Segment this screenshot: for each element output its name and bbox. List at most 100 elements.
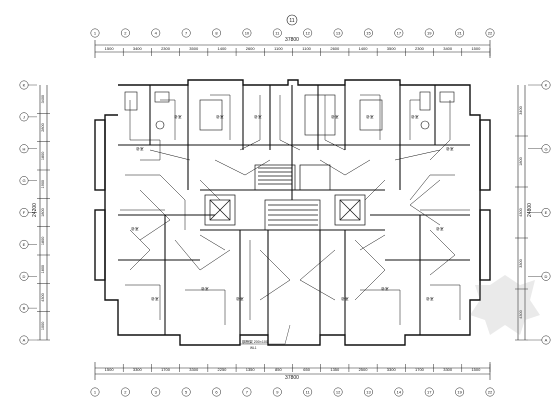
top-total-dim: 37800 [285,37,299,43]
top-dim-label: 2300 [415,46,425,51]
bottom-axis-label: 1 [94,390,97,395]
left-dim-label: 2800 [41,123,45,131]
top-dim-label: 2600 [246,46,256,51]
bottom-axis-label: 5 [185,390,188,395]
room-label: 卧室 [446,146,454,151]
left-axis-label: A [23,338,26,343]
top-axis-circle [151,28,161,38]
right-dim-label: 4300 [519,208,523,216]
bottom-axis-circle [455,387,465,397]
top-axis-circle [424,28,434,38]
top-axis-circle [272,28,282,38]
room-labels: 卧室卧室卧室卧室卧室卧室卧室卧室卧室卧室卧室卧室卧室卧室卧室卧室 [131,114,454,301]
left-dim-label: 3400 [41,95,45,103]
room-label: 卧室 [436,226,444,231]
left-dimension-chain [39,85,48,340]
bottom-axis-label: 2 [124,390,127,395]
room-label: 卧室 [131,226,139,231]
bottom-dim-label: 2500 [359,367,369,372]
top-axis-label: 17 [397,31,402,36]
bottom-dim-label: 850 [275,367,282,372]
bottom-axis-label: 9 [276,390,279,395]
room-label: 卧室 [216,114,224,119]
left-axis-label: B [23,306,26,311]
bottom-axis-circle [90,387,100,397]
left-axis-label: H [23,146,26,151]
electrical-wiring [120,94,470,325]
top-axis-label: 12 [305,31,310,36]
top-axis-circle [212,28,221,38]
left-dim-label: 4300 [41,293,45,301]
top-axis-circle [120,28,130,38]
right-axis-label: K [545,83,548,88]
room-label: 卧室 [136,146,144,151]
building-walls [94,79,491,346]
left-dim-label: 1900 [41,180,45,188]
top-axis-circle [455,28,465,38]
right-dim-label: 1800 [519,157,523,165]
bottom-axis-label: 17 [427,390,432,395]
top-dim-label: 3400 [443,46,453,51]
top-axis-circle [333,28,343,38]
bottom-axis-circle [120,387,130,397]
top-axis-circle [181,28,191,38]
top-axis-circle [242,28,252,38]
interior-walls [118,85,470,335]
top-axis-label: 7 [185,31,188,36]
right-axis-label: A [545,338,548,343]
top-axis-label: 10 [245,31,250,36]
top-axis-circle [303,28,313,38]
top-axis-label: 1 [94,31,97,36]
top-axis-circle [394,28,404,38]
bottom-axis-circle [485,387,495,397]
bottom-axis-label: 3 [155,390,158,395]
right-axis-label: E [545,210,548,215]
bottom-axis-circle [181,387,191,397]
room-label: 卧室 [411,114,419,119]
top-axis-label: 19 [427,31,432,36]
right-dims: 34001800430033004300 [515,106,528,341]
top-axis-label: 8 [215,31,218,36]
bottom-dim-label: 3300 [189,367,199,372]
bottom-axis-circle [272,387,282,397]
bus-leader-arrow [284,324,291,345]
watermark-star [470,275,540,335]
left-axis-label: J [23,114,25,119]
bottom-axis-label: 22 [488,390,493,395]
room-label: 卧室 [201,286,209,291]
top-dim-label: 1100 [274,46,283,51]
room-label: 卧室 [366,114,374,119]
bottom-axis-circle [424,387,434,397]
bottom-dim-label: 1700 [415,367,425,372]
bottom-dim-label: 1350 [246,367,256,372]
top-dim-label: 1500 [105,46,115,51]
room-label: 卧室 [151,296,159,301]
bottom-axis-circle [303,387,313,397]
left-dim-label: 1800 [41,152,45,160]
bottom-axis-label: 11 [306,390,311,395]
left-dim-label: 1800 [41,265,45,273]
top-mid-axis-label: 11 [289,18,294,24]
top-dim-label: 2600 [330,46,340,51]
left-dim-label: 1000 [41,322,45,330]
bottom-dim-label: 3300 [133,367,143,372]
top-axis-circle [90,28,100,38]
top-dim-label: 3400 [133,46,143,51]
top-axis-label: 21 [457,31,462,36]
stair-core [204,164,366,231]
bottom-axis-circle [394,387,404,397]
room-label: 卧室 [236,296,244,301]
top-axis-label: 22 [488,31,493,36]
bottom-axis-circle [151,387,161,397]
top-axis-label: 15 [366,31,371,36]
bottom-axis-label: 19 [457,390,462,395]
bottom-dim-label: 1500 [105,367,115,372]
room-label: 卧室 [426,296,434,301]
top-dim-label: 1500 [471,46,481,51]
room-label: 卧室 [331,114,339,119]
top-axis-circle [485,28,495,38]
right-total-dim: 24800 [527,203,533,217]
